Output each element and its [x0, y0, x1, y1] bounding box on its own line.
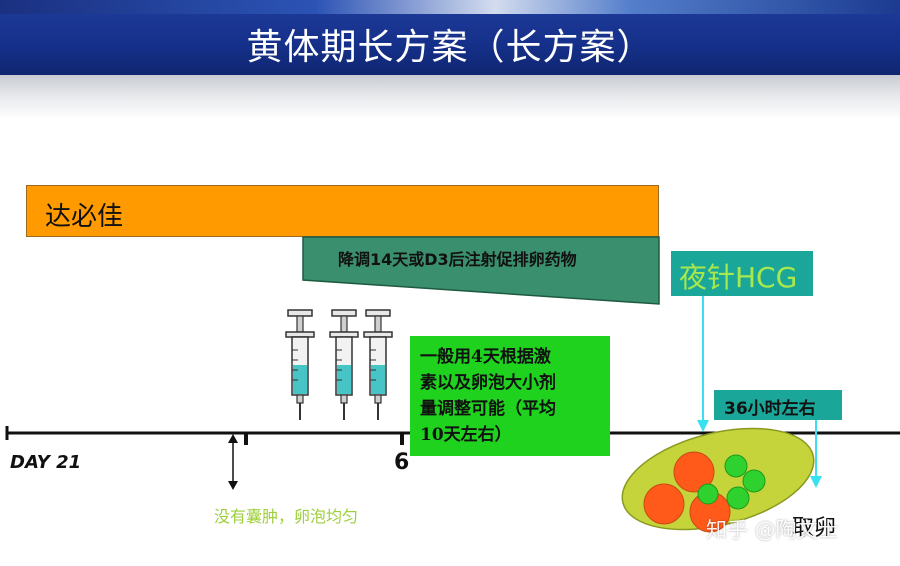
- hcg-trigger-label: 夜针HCG: [679, 261, 798, 294]
- stimulation-note-line: 量调整可能（平均: [420, 399, 556, 419]
- drug-bar-label: 达必佳: [45, 202, 124, 232]
- banner-stripe: [0, 0, 900, 14]
- syringe-icon: [285, 309, 315, 420]
- banner-shadow: [0, 75, 900, 120]
- follicle-small: [726, 486, 750, 510]
- follicle-large: [673, 451, 715, 493]
- downreg-wedge: [302, 236, 660, 305]
- title-banner: 黄体期长方案（长方案）: [0, 0, 900, 75]
- hcg-trigger-box: 夜针HCG: [671, 251, 813, 296]
- downreg-label: 降调14天或D3后注射促排卵药物: [338, 250, 577, 269]
- drug-bar: 达必佳: [26, 185, 659, 237]
- day-label: DAY 21: [10, 452, 82, 473]
- retrieval-label: 取卵: [792, 516, 837, 541]
- stimulation-note-box: 一般用4天根据激 素以及卵泡大小剂 量调整可能（平均 10天左右）: [410, 336, 610, 456]
- baseline-note: 没有囊肿，卵泡均匀: [214, 507, 359, 526]
- stimulation-note-line: 一般用4天根据激: [420, 347, 551, 367]
- watermark: 知乎 @陶文士: [706, 518, 839, 542]
- syringe-icon: [329, 309, 359, 420]
- follicle-small: [742, 469, 766, 493]
- interval-label: 36小时左右: [724, 399, 816, 419]
- baseline-arrow: [228, 434, 238, 490]
- follicle-small: [724, 454, 748, 478]
- retrieval-arrow: [810, 420, 822, 488]
- trigger-arrow: [697, 283, 709, 432]
- follicle-small: [697, 483, 719, 505]
- ovary-illustration: [621, 427, 815, 533]
- interval-box: 36小时左右: [714, 390, 842, 420]
- follicle-large: [643, 483, 685, 525]
- stimulation-note-line: 素以及卵泡大小剂: [420, 373, 556, 393]
- syringe-icon: [363, 309, 393, 420]
- page-title: 黄体期长方案（长方案）: [246, 27, 654, 68]
- stim-day-label: 6: [394, 450, 410, 475]
- stimulation-note-line: 10天左右）: [420, 425, 512, 445]
